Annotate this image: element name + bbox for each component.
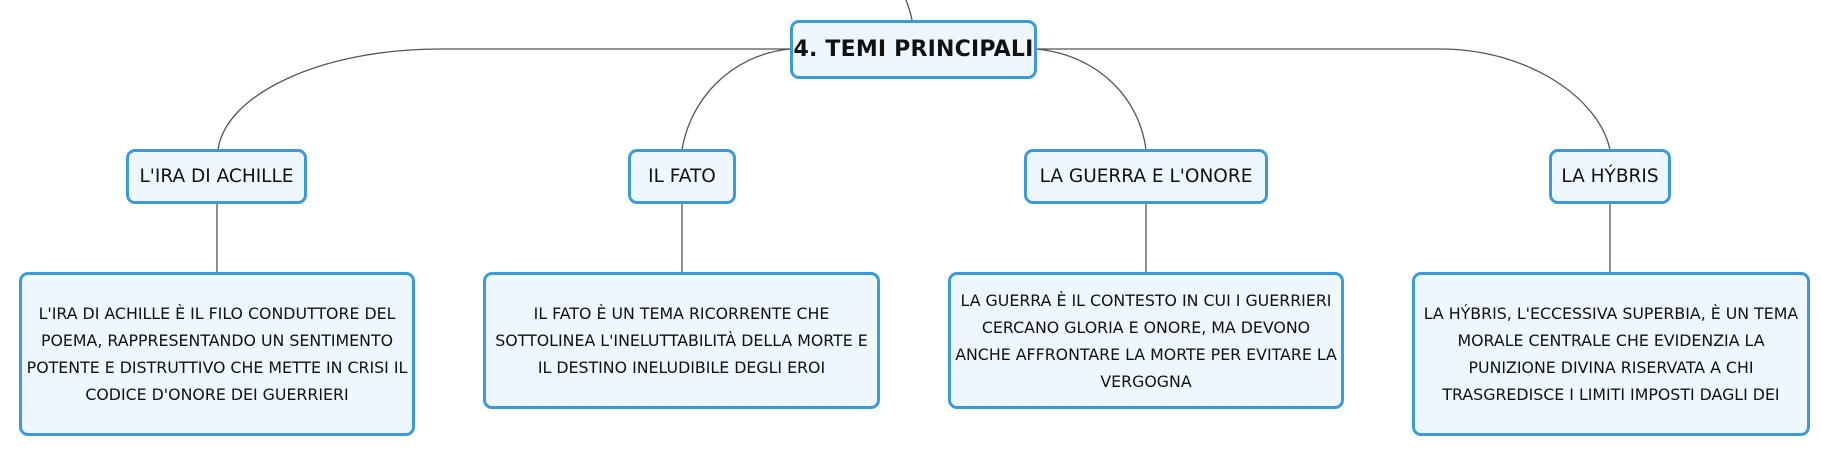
connector-guerra [1035,48,1147,151]
topic-node-ira-di-achille[interactable]: L'IRA DI ACHILLE [126,149,307,204]
parent-connector [905,0,913,21]
topic-label: IL FATO [648,166,716,187]
description-text: L'IRA DI ACHILLE È IL FILO CONDUTTORE DE… [26,304,408,404]
root-node[interactable]: 4. TEMI PRINCIPALI [790,20,1037,79]
description-node-il-fato[interactable]: IL FATO È UN TEMA RICORRENTE CHE SOTTOLI… [483,272,880,409]
description-node-la-hybris[interactable]: LA HÝBRIS, L'ECCESSIVA SUPERBIA, È UN TE… [1412,272,1810,436]
topic-label: LA GUERRA E L'ONORE [1039,166,1253,187]
description-text: IL FATO È UN TEMA RICORRENTE CHE SOTTOLI… [495,304,868,377]
topic-node-il-fato[interactable]: IL FATO [628,149,736,204]
description-text: LA GUERRA È IL CONTESTO IN CUI I GUERRIE… [955,290,1337,391]
topic-label: L'IRA DI ACHILLE [139,166,294,187]
root-label: 4. TEMI PRINCIPALI [793,37,1034,62]
connector-ira [217,48,790,151]
topic-label: LA HÝBRIS [1561,166,1659,187]
description-node-ira-di-achille[interactable]: L'IRA DI ACHILLE È IL FILO CONDUTTORE DE… [19,272,415,436]
description-text: LA HÝBRIS, L'ECCESSIVA SUPERBIA, È UN TE… [1423,304,1799,404]
topic-node-la-hybris[interactable]: LA HÝBRIS [1549,149,1671,204]
connector-hybris [1036,48,1611,151]
topic-node-la-guerra-e-lonore[interactable]: LA GUERRA E L'ONORE [1024,149,1268,204]
connector-fato [681,48,791,151]
description-node-la-guerra-e-lonore[interactable]: LA GUERRA È IL CONTESTO IN CUI I GUERRIE… [948,272,1344,409]
